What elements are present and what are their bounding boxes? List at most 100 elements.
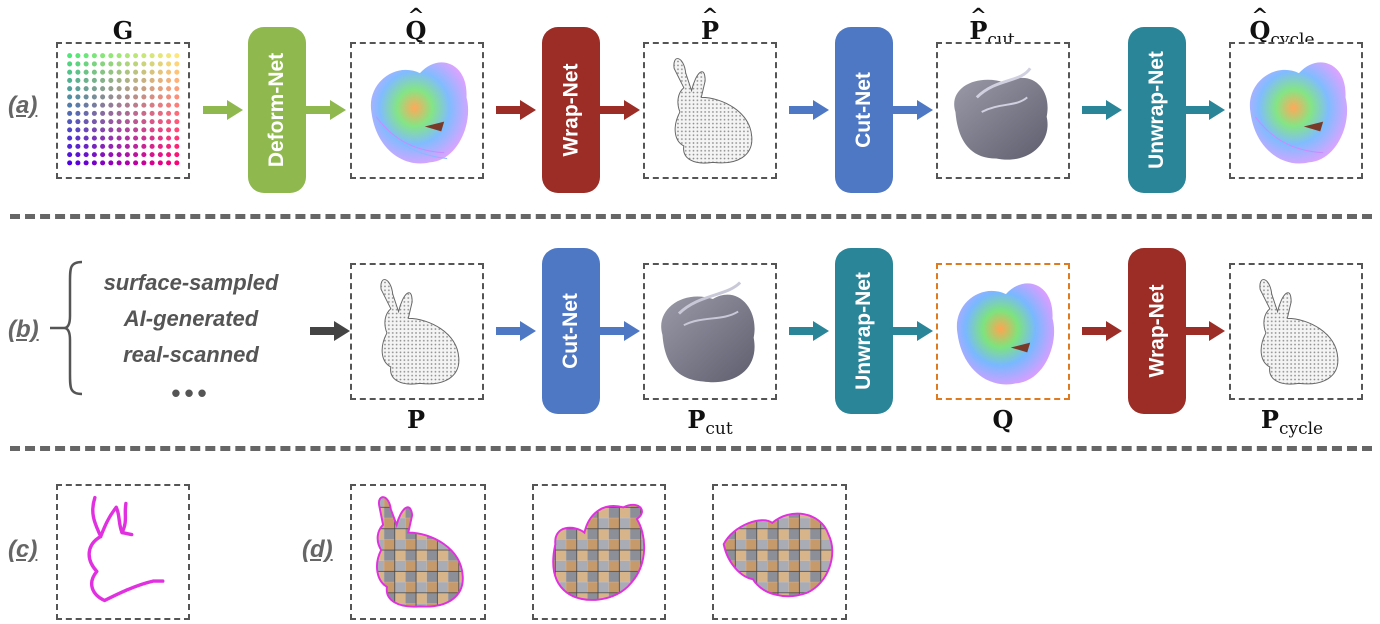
grid-point <box>174 69 180 75</box>
grid-point <box>141 127 147 133</box>
grid-point <box>75 119 81 125</box>
grid-point <box>124 94 130 100</box>
grid-point <box>91 94 97 100</box>
arrow-right-icon <box>600 321 640 341</box>
grid-point <box>83 135 89 141</box>
grid-point <box>174 77 180 83</box>
grid-point <box>124 135 130 141</box>
grid-point <box>174 143 180 149</box>
grid-point <box>174 53 180 59</box>
grid-point <box>116 69 122 75</box>
grid-point <box>116 152 122 158</box>
grid-point <box>75 160 81 166</box>
grid-point <box>91 61 97 67</box>
grid-point <box>100 143 106 149</box>
grid-point <box>124 160 130 166</box>
grid-point <box>174 160 180 166</box>
grid-point <box>100 86 106 92</box>
unwrap-net-module-b: Unwrap-Net <box>835 248 893 414</box>
grid-point <box>133 61 139 67</box>
grid-point <box>157 61 163 67</box>
symbol-q-hat: Q <box>406 16 427 45</box>
grid-point <box>141 143 147 149</box>
bunny-cycle-image <box>1259 279 1339 385</box>
p-hat-box <box>643 42 777 179</box>
grid-point <box>83 61 89 67</box>
grid-point <box>124 127 130 133</box>
grid-point <box>108 152 114 158</box>
grid-point <box>157 119 163 125</box>
grid-point <box>100 110 106 116</box>
grid-point <box>149 110 155 116</box>
grid-point <box>116 53 122 59</box>
grid-point <box>75 135 81 141</box>
grid-point <box>100 69 106 75</box>
grid-point <box>133 102 139 108</box>
grid-point <box>91 77 97 83</box>
grid-point <box>166 152 172 158</box>
grid-point <box>133 160 139 166</box>
grid-point <box>166 77 172 83</box>
grid-point <box>149 61 155 67</box>
grid-point <box>124 119 130 125</box>
grid-point <box>83 160 89 166</box>
grid-point <box>133 143 139 149</box>
arrow-right-icon <box>496 100 536 120</box>
grid-point <box>108 102 114 108</box>
grid-point <box>67 127 73 133</box>
arrow-right-icon <box>1185 100 1225 120</box>
wrap-net-module-a: Wrap-Net <box>542 27 600 193</box>
grid-point <box>91 110 97 116</box>
grid-point <box>141 152 147 158</box>
grid-point <box>133 135 139 141</box>
grid-point <box>124 102 130 108</box>
symbol-p: P <box>406 405 426 434</box>
row-label-a: (a) <box>8 92 38 119</box>
grid-point <box>174 102 180 108</box>
grid-point <box>75 152 81 158</box>
brace-icon <box>50 260 83 396</box>
grid-point <box>166 110 172 116</box>
symbol-p-hat: P <box>701 16 719 45</box>
grid-point <box>75 110 81 116</box>
grid-point <box>141 86 147 92</box>
grid-point <box>149 53 155 59</box>
grid-point <box>157 53 163 59</box>
grid-point <box>100 119 106 125</box>
p-cut-box <box>643 263 777 400</box>
grid-point <box>174 127 180 133</box>
bunny-reconstruction-image <box>673 58 753 164</box>
grid-point <box>108 119 114 125</box>
grid-point <box>157 143 163 149</box>
cut-bunny-image <box>661 281 755 383</box>
grid-point <box>116 86 122 92</box>
grid-point <box>67 61 73 67</box>
grid-point <box>124 61 130 67</box>
grid-point <box>75 143 81 149</box>
source-surface-sampled: surface-sampled <box>103 270 279 295</box>
grid-point <box>67 143 73 149</box>
grid-point <box>75 77 81 83</box>
uv-grid-image <box>67 53 180 166</box>
grid-point <box>166 94 172 100</box>
grid-point <box>157 94 163 100</box>
grid-point <box>166 61 172 67</box>
grid-point <box>116 160 122 166</box>
grid-point <box>75 69 81 75</box>
grid-point <box>67 77 73 83</box>
grid-point <box>166 143 172 149</box>
grid-point <box>83 86 89 92</box>
grid-point <box>174 94 180 100</box>
arrow-right-icon <box>893 321 933 341</box>
grid-point <box>133 86 139 92</box>
grid-point <box>124 69 130 75</box>
grid-point <box>116 127 122 133</box>
grid-point <box>83 102 89 108</box>
grid-point <box>75 61 81 67</box>
grid-point <box>141 102 147 108</box>
bunny-input-image <box>380 279 460 385</box>
grid-point <box>174 86 180 92</box>
grid-point <box>141 119 147 125</box>
grid-point <box>166 69 172 75</box>
row-label-d: (d) <box>302 536 333 563</box>
